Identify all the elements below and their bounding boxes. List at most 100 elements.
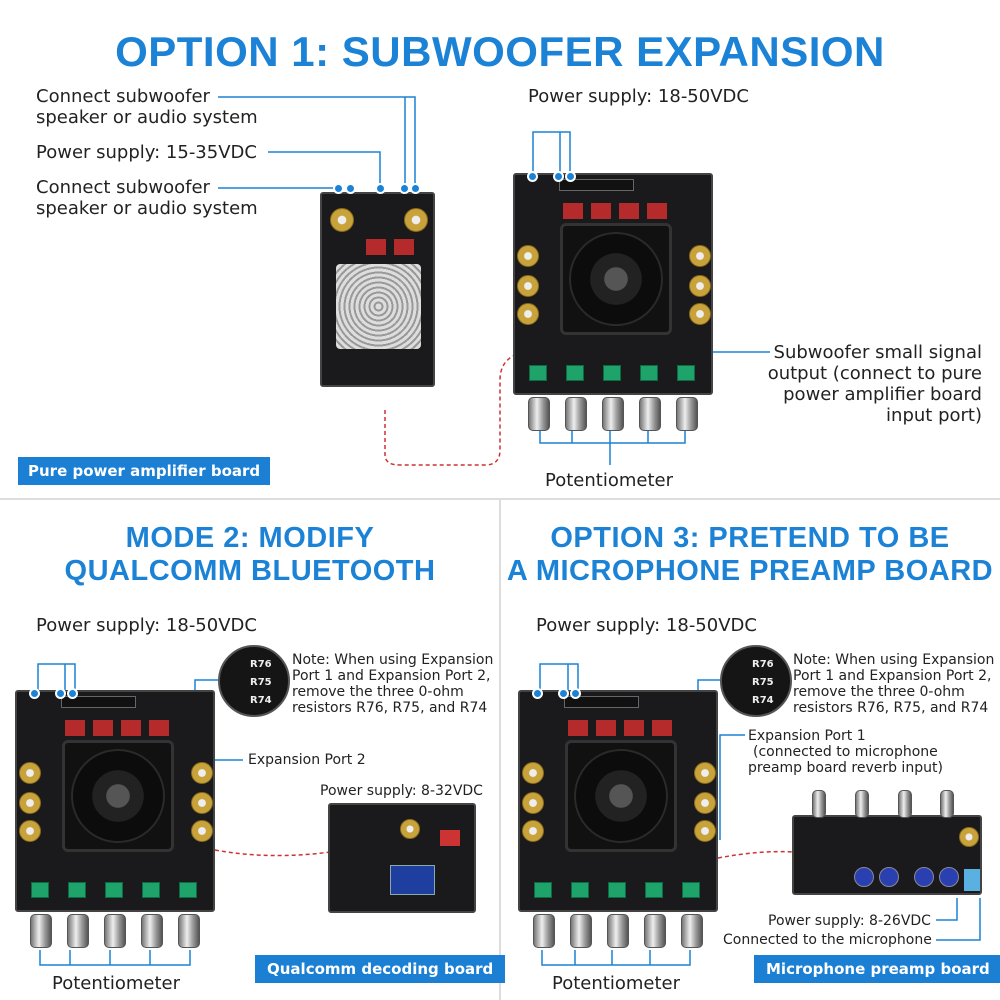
expansion-line: Expansion Port 1 xyxy=(748,728,866,744)
note-line: resistors R76, R75, and R74 xyxy=(292,700,488,716)
label-expansion-port-1: Expansion Port 1 (connected to microphon… xyxy=(748,728,943,776)
label-connect-subwoofer-1: Connect subwoofer speaker or audio syste… xyxy=(36,86,258,128)
power-terminal xyxy=(61,696,136,708)
mode2-title-line: MODE 2: MODIFY xyxy=(125,522,375,554)
terminal-dot xyxy=(333,183,344,194)
qualcomm-decoding-board-image xyxy=(328,803,476,913)
expansion-line: (connected to microphone xyxy=(753,744,938,760)
note-line: remove the three 0-ohm xyxy=(793,684,965,700)
heatsink xyxy=(336,264,421,349)
volume-knob xyxy=(104,914,126,948)
expansion-line: preamp board reverb input) xyxy=(748,760,943,776)
resistor-label: R74 xyxy=(250,695,272,706)
note-remove-resistors: Note: When using Expansion Port 1 and Ex… xyxy=(793,652,994,716)
volume-knob xyxy=(141,914,163,948)
volume-knob xyxy=(528,397,550,431)
preamp-knob xyxy=(898,790,912,818)
terminal-dot xyxy=(55,688,66,699)
volume-knob xyxy=(30,914,52,948)
amp-pcb xyxy=(518,690,718,912)
volume-knob xyxy=(639,397,661,431)
sub-output-line: output (connect to pure xyxy=(767,363,982,384)
terminal-dot xyxy=(29,688,40,699)
note-line: Note: When using Expansion xyxy=(793,652,995,668)
terminal-dot xyxy=(565,171,576,182)
tag-microphone-preamp-board: Microphone preamp board xyxy=(754,955,1000,983)
volume-knob xyxy=(607,914,629,948)
sub-output-line: Subwoofer small signal xyxy=(773,342,982,363)
microphone-preamp-board-image xyxy=(792,815,982,895)
resistor-label: R76 xyxy=(752,659,774,670)
connector xyxy=(964,869,980,891)
volume-knob xyxy=(676,397,698,431)
preamp-knob xyxy=(940,790,954,818)
bluetooth-module xyxy=(390,865,435,895)
volume-knob xyxy=(533,914,555,948)
volume-knob xyxy=(565,397,587,431)
resistor-label: R74 xyxy=(752,695,774,706)
option3-title-line: OPTION 3: PRETEND TO BE xyxy=(550,522,950,554)
label-potentiometer: Potentiometer xyxy=(545,470,673,491)
label-power-8-32: Power supply: 8-32VDC xyxy=(320,783,483,799)
label-subwoofer-output: Subwoofer small signal output (connect t… xyxy=(760,342,982,426)
note-line: Port 1 and Expansion Port 2, xyxy=(292,668,491,684)
volume-knob xyxy=(178,914,200,948)
terminal-dot xyxy=(375,183,386,194)
label-power-18-50: Power supply: 18-50VDC xyxy=(36,615,257,636)
label-connect-subwoofer-2: Connect subwoofer speaker or audio syste… xyxy=(36,177,258,219)
note-line: Note: When using Expansion xyxy=(292,652,494,668)
volume-knob xyxy=(681,914,703,948)
resistor-closeup-inset: R76 R75 R74 xyxy=(218,645,290,717)
amp-pcb xyxy=(513,173,713,395)
label-potentiometer: Potentiometer xyxy=(52,973,180,994)
label-power-8-26: Power supply: 8-26VDC xyxy=(768,913,931,929)
sub-output-line: power amplifier board xyxy=(783,384,982,405)
label-connected-microphone: Connected to the microphone xyxy=(723,932,932,948)
volume-knob xyxy=(570,914,592,948)
resistor-closeup-inset: R76 R75 R74 xyxy=(720,645,792,717)
sub-output-line: input port) xyxy=(886,405,982,426)
tag-qualcomm-decoding-board: Qualcomm decoding board xyxy=(255,955,506,983)
option1-title: OPTION 1: SUBWOOFER EXPANSION xyxy=(115,28,885,75)
divider-horizontal xyxy=(0,498,1000,500)
pure-power-amplifier-board-image xyxy=(320,192,435,387)
fan xyxy=(565,740,677,852)
label-power-15-35: Power supply: 15-35VDC xyxy=(36,142,257,163)
option3-title-line: A MICROPHONE PREAMP BOARD xyxy=(506,555,994,587)
terminal-dot xyxy=(410,183,421,194)
note-remove-resistors: Note: When using Expansion Port 1 and Ex… xyxy=(292,652,493,716)
power-terminal xyxy=(564,696,639,708)
resistor-label: R75 xyxy=(250,677,272,688)
label-potentiometer: Potentiometer xyxy=(552,973,680,994)
terminal-dot xyxy=(558,688,569,699)
mode2-title: MODE 2: MODIFY QUALCOMM BLUETOOTH xyxy=(0,522,500,588)
label-power-18-50: Power supply: 18-50VDC xyxy=(536,615,757,636)
mode2-title-line: QUALCOMM BLUETOOTH xyxy=(64,555,436,587)
terminal-dot xyxy=(67,688,78,699)
note-line: remove the three 0-ohm xyxy=(292,684,464,700)
terminal-dot xyxy=(532,688,543,699)
power-terminal xyxy=(559,179,634,191)
note-line: resistors R76, R75, and R74 xyxy=(793,700,989,716)
divider-vertical xyxy=(499,500,501,1000)
volume-knob xyxy=(602,397,624,431)
terminal-dot xyxy=(570,688,581,699)
tag-pure-power-amplifier-board: Pure power amplifier board xyxy=(18,457,271,485)
label-expansion-port-2: Expansion Port 2 xyxy=(248,752,366,768)
terminal-dot xyxy=(553,171,564,182)
terminal-dot xyxy=(345,183,356,194)
preamp-knob xyxy=(855,790,869,818)
volume-knob xyxy=(67,914,89,948)
option3-title: OPTION 3: PRETEND TO BE A MICROPHONE PRE… xyxy=(500,522,1000,588)
fan xyxy=(62,740,174,852)
note-line: Port 1 and Expansion Port 2, xyxy=(793,668,992,684)
terminal-dot xyxy=(399,183,410,194)
amp-pcb xyxy=(15,690,215,912)
label-power-18-50: Power supply: 18-50VDC xyxy=(528,86,749,107)
terminal-dot xyxy=(527,171,538,182)
resistor-label: R75 xyxy=(752,677,774,688)
fan xyxy=(560,223,672,335)
preamp-knob xyxy=(812,790,826,818)
resistor-label: R76 xyxy=(250,659,272,670)
volume-knob xyxy=(644,914,666,948)
